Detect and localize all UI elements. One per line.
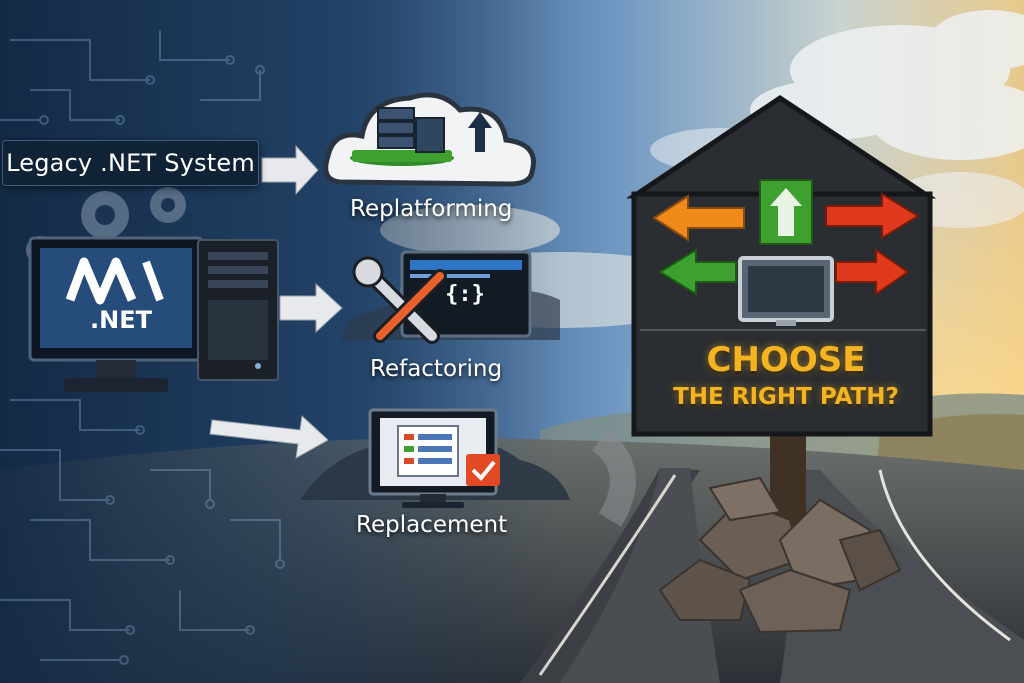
server-tower-icon — [197, 239, 279, 381]
arrow-to-replatforming — [261, 144, 319, 196]
left-arrow-icon — [652, 194, 745, 242]
checkmark-icon — [466, 454, 500, 486]
net-logo-text: .NET — [90, 306, 152, 334]
up-arrow-icon — [759, 179, 813, 245]
rocks — [658, 476, 902, 634]
sign-line-2: THE RIGHT PATH? — [673, 384, 899, 410]
arrow-to-refactoring — [279, 282, 343, 334]
circuit-lines — [0, 30, 285, 665]
left-arrow-icon — [658, 248, 737, 296]
monitor-net-logo-icon — [28, 236, 204, 392]
monitor-icon — [738, 256, 834, 326]
refactoring-label: Refactoring — [370, 356, 503, 382]
checklist-monitor-icon — [368, 408, 498, 508]
cloud-server-icon — [323, 92, 536, 187]
wrench-screwdriver-icon — [352, 256, 447, 344]
upload-arrow-icon — [468, 112, 492, 152]
right-arrow-icon — [835, 248, 910, 296]
replacement-label: Replacement — [356, 512, 508, 538]
code-glyph: {:} — [445, 282, 485, 307]
right-arrow-icon — [825, 192, 920, 240]
legacy-system-label: Legacy .NET System — [2, 140, 259, 186]
legacy-system-text: Legacy .NET System — [6, 149, 255, 177]
sign-line-1: CHOOSE — [706, 340, 866, 380]
replatforming-label: Replatforming — [350, 196, 513, 222]
arrow-to-replacement — [209, 414, 329, 459]
